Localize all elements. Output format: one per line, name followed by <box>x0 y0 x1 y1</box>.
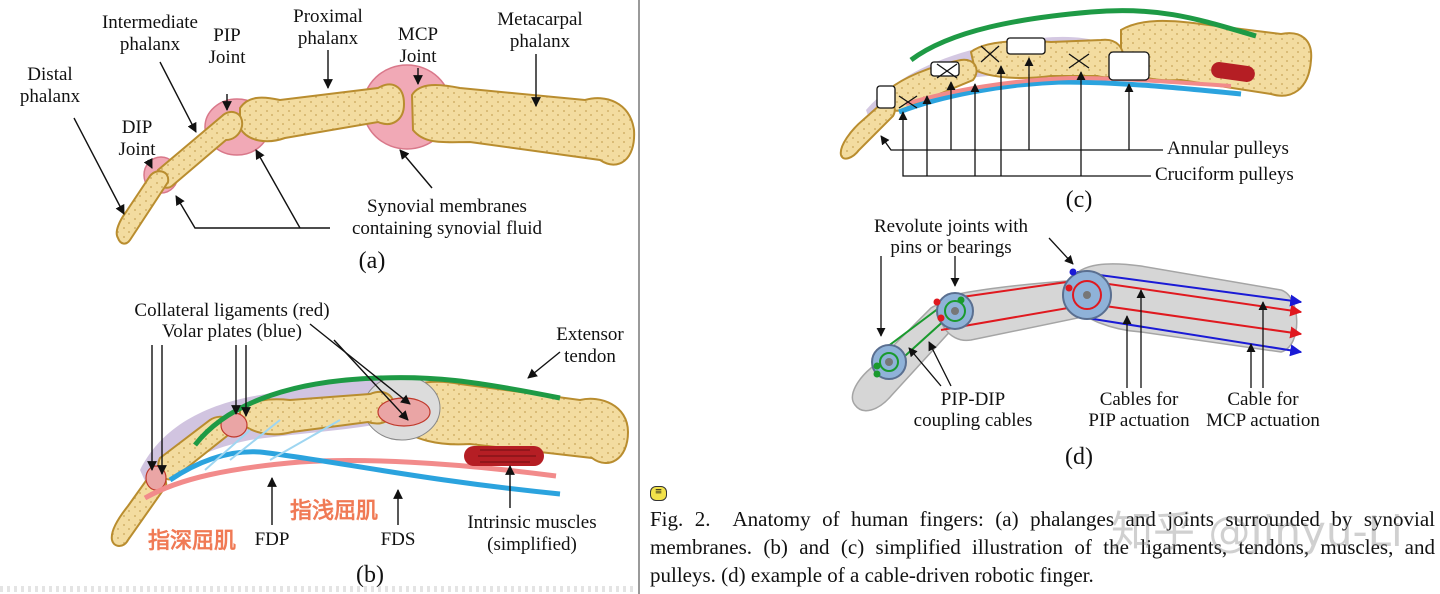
panel-c-diagram: Annular pulleys Cruciform pulleys (c) <box>839 8 1313 213</box>
anatomy-panels-cd: Annular pulleys Cruciform pulleys (c) <box>839 8 1320 470</box>
proximal-bone <box>239 83 406 143</box>
label-fdp: FDP <box>255 529 290 550</box>
label-zh-fds: 指浅屈肌 <box>290 499 378 524</box>
scan-artifact <box>0 586 636 592</box>
panel-b-diagram: Collateral ligaments (red) Volar plates … <box>110 300 630 588</box>
right-figure-panel: Annular pulleys Cruciform pulleys (c) <box>641 0 1440 594</box>
proximal-bone-c <box>969 38 1125 79</box>
robot-dip-joint <box>871 344 907 380</box>
fdp-fds-connections <box>204 419 341 471</box>
metacarpal-bone <box>410 84 636 166</box>
robot-mcp-joint <box>1062 270 1112 320</box>
panel-c-tag: (c) <box>1066 187 1093 213</box>
panel-a-pointers <box>73 50 541 229</box>
intrinsic-muscle-striations <box>478 449 536 463</box>
panel-b-pointers <box>147 323 561 525</box>
cruciform-pulley-crosses <box>898 45 1090 109</box>
figure-caption: Fig. 2.Anatomy of human fingers: (a) pha… <box>650 505 1435 589</box>
label-zh-fdp: 指深屈肌 <box>148 529 236 554</box>
panel-b-tag: (b) <box>356 562 384 588</box>
watermark: 知乎 @Jinyu-Li <box>1111 507 1403 556</box>
panel-a-tag: (a) <box>359 248 386 274</box>
fdp-tendon <box>168 449 561 497</box>
panel-d-tag: (d) <box>1065 444 1093 470</box>
metacarpal-bone-b <box>399 380 630 464</box>
fdp-tendon-c <box>898 79 1242 115</box>
distal-bone <box>115 170 170 245</box>
label-collateral-ligaments: Collateral ligaments (red) <box>134 300 329 321</box>
robot-pip-joint <box>936 292 974 330</box>
label-intrinsic-muscles: Intrinsic muscles(simplified) <box>467 512 596 555</box>
label-fds: FDS <box>381 529 416 550</box>
label-volar-plates: Volar plates (blue) <box>162 321 302 342</box>
panel-c-pointers <box>880 57 1163 177</box>
intrinsic-muscle-c <box>1211 62 1255 82</box>
figure-caption-text: Anatomy of human fingers: (a) phalanges … <box>650 507 1435 587</box>
annular-pulley-bands <box>876 37 1150 109</box>
robot-cable-anchors <box>873 268 1077 378</box>
figure-label: Fig. 2. <box>650 507 711 531</box>
panel-divider <box>638 0 640 594</box>
panel-d-pointers <box>876 237 1268 388</box>
extensor-tendon-c <box>909 8 1257 63</box>
comment-icon[interactable]: ≡ <box>650 486 667 501</box>
label-cruciform-pulleys: Cruciform pulleys <box>1155 164 1294 185</box>
label-annular-pulleys: Annular pulleys <box>1167 138 1289 159</box>
